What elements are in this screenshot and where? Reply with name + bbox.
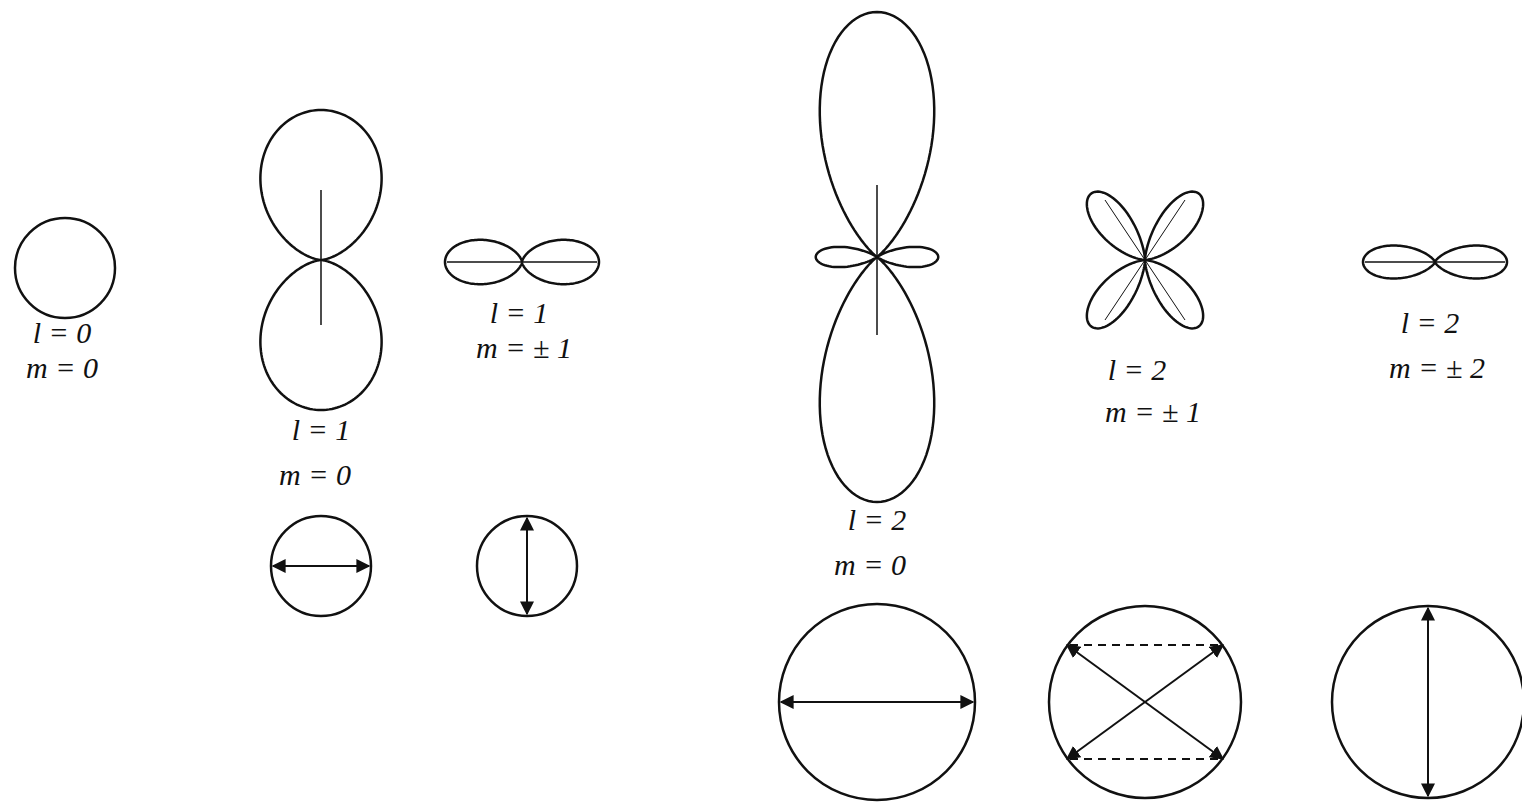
axis-line [876, 185, 878, 335]
axis-line [1105, 200, 1185, 320]
quantum-number-label: l = 2 [1108, 355, 1167, 385]
axis-line [1365, 261, 1505, 263]
double-arrow [273, 565, 369, 567]
orbit-circle [779, 604, 975, 800]
orbit-circle [1332, 606, 1522, 798]
quantum-number-label: m = 0 [279, 460, 351, 490]
orbit-circle [1049, 606, 1241, 798]
double-arrow [526, 518, 528, 614]
quantum-number-label: m = ± 1 [476, 333, 572, 363]
axis-line [1105, 200, 1185, 320]
double-arrow [1067, 645, 1223, 759]
polar-lobe [1087, 192, 1203, 329]
dashed-line [1070, 644, 1220, 646]
polar-lobe [445, 240, 599, 284]
dashed-line [1070, 758, 1220, 760]
orbit-circle [271, 516, 371, 616]
polar-lobe [260, 110, 381, 410]
double-arrow [781, 701, 973, 703]
quantum-number-label: m = 0 [834, 550, 906, 580]
orbit-circle [477, 516, 577, 616]
quantum-number-label: l = 1 [292, 415, 351, 445]
quantum-number-label: l = 0 [33, 318, 92, 348]
quantum-number-label: m = 0 [26, 353, 98, 383]
quantum-number-label: l = 1 [490, 298, 549, 328]
axis-line [447, 261, 597, 263]
isotropic-circle [15, 218, 115, 318]
quantum-number-label: l = 2 [848, 505, 907, 535]
axis-line [320, 190, 322, 325]
polar-lobe [816, 12, 939, 502]
polar-lobe [1363, 246, 1507, 279]
quantum-number-label: m = ± 1 [1105, 397, 1201, 427]
double-arrow [1427, 608, 1429, 796]
double-arrow [1067, 645, 1223, 759]
quantum-number-label: l = 2 [1401, 308, 1460, 338]
quantum-number-label: m = ± 2 [1389, 353, 1485, 383]
